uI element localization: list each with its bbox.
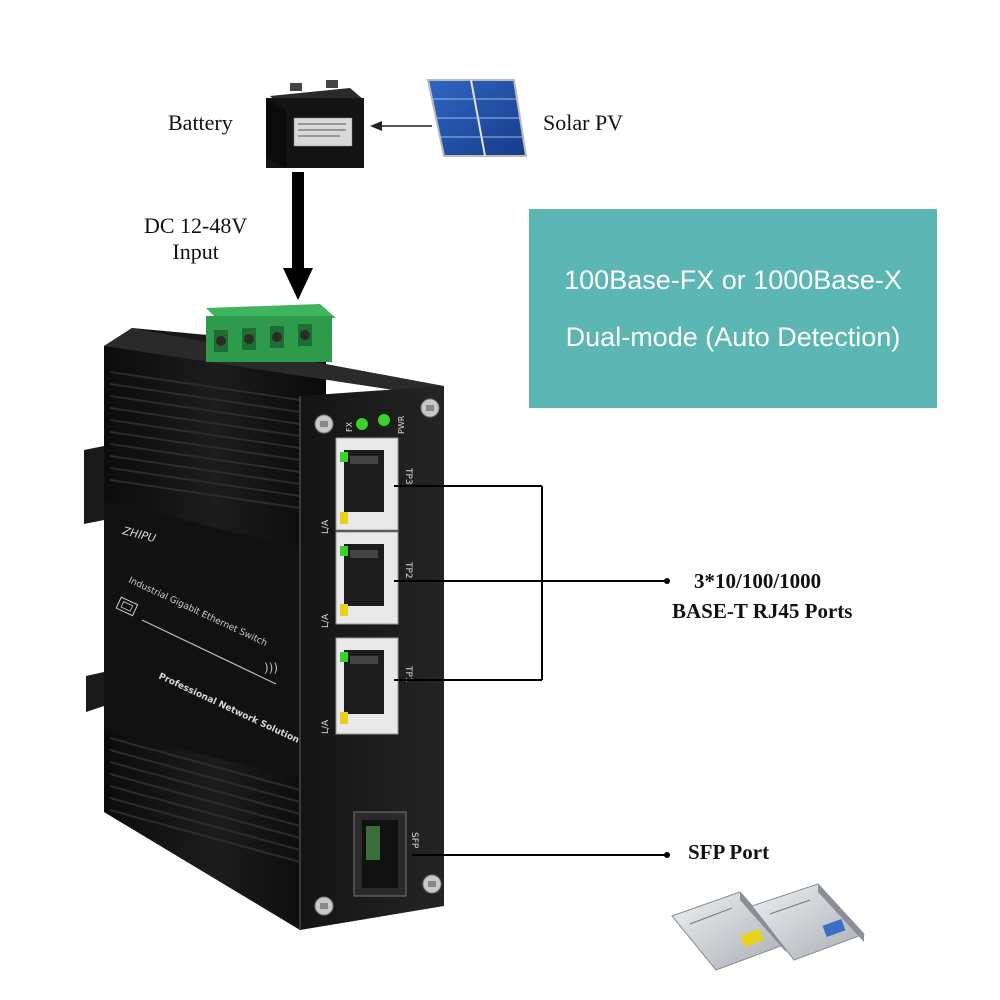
solar-panel-image [426,79,528,157]
rj45-label-line1: 3*10/100/1000 [694,569,822,593]
solar-pv-label: Solar PV [543,110,624,135]
rj45-callout-lines [394,485,666,681]
solar-to-battery-arrow [370,121,432,131]
fx-led [356,418,368,430]
sfp-label: SFP [409,832,419,849]
tp1-label: TP1 [403,665,413,683]
terminal-block [206,304,336,362]
fx-led-label: FX [345,421,354,432]
status-leds: FX PWR [345,414,406,434]
la-label-tp3: L/A [321,519,331,534]
dc-input-line1: DC 12-48V [144,213,248,238]
pwr-led [378,414,390,426]
pwr-led-label: PWR [397,415,406,434]
sfp-port-label: SFP Port [688,840,770,864]
feature-highlight-box: 100Base-FX or 1000Base-X Dual-mode (Auto… [529,209,937,408]
rj45-port-tp2 [335,531,399,625]
feature-line1: 100Base-FX or 1000Base-X [564,264,902,295]
mounting-screws [314,398,442,916]
dc-input-line2: Input [172,239,219,264]
la-label-tp1: L/A [321,719,331,734]
dc-input-label: DC 12-48V Input [144,213,247,265]
la-label-tp2: L/A [321,613,331,628]
battery-image [266,80,364,168]
rj45-port-tp1 [335,637,399,735]
dc-input-arrow [283,172,313,300]
sfp-callout-line [412,852,670,858]
sfp-module-blue [751,883,865,961]
rj45-label-line2: BASE-T RJ45 Ports [672,599,853,623]
rj45-callout-dot [664,578,670,584]
feature-line2: Dual-mode (Auto Detection) [565,321,901,352]
tp3-label: TP3 [403,467,413,485]
wifi-signal-icon: ))) [264,661,278,675]
rj45-ports-label: 3*10/100/1000 BASE-T RJ45 Ports [672,566,852,626]
sfp-slot: SFP [353,811,419,897]
sfp-module-yellow [671,891,787,971]
din-rail-clip [84,446,104,712]
rj45-port-tp3 [335,437,399,531]
tp2-label: TP2 [403,561,413,579]
port-labels: TP3 TP2 TP1 L/A L/A L/A [321,467,413,734]
battery-label: Battery [168,110,233,135]
ethernet-port-icon [115,596,139,617]
